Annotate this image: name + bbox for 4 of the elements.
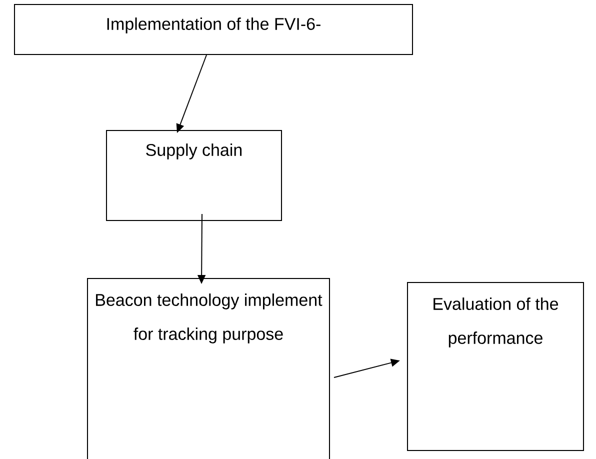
process-box: Evaluation of the performance: [407, 282, 584, 451]
process-box: Implementation of the FVI-6-: [14, 4, 413, 55]
process-box: Beacon technology implement for tracking purpose: [87, 278, 330, 459]
process-box: Supply chain: [106, 130, 282, 221]
